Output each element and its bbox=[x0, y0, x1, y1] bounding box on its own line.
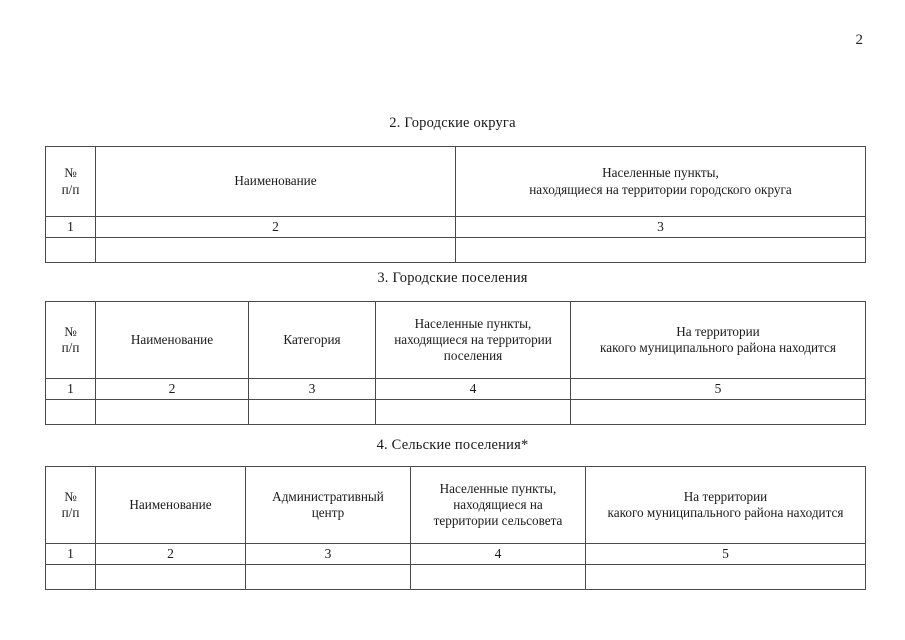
table-cell bbox=[375, 399, 571, 426]
column-index-cell: 3 bbox=[455, 215, 866, 239]
table-cell bbox=[248, 399, 376, 426]
table-cell bbox=[245, 564, 411, 591]
column-index-cell: 1 bbox=[45, 215, 96, 239]
table-cell bbox=[95, 399, 249, 426]
column-header-district: На территории какого муниципального райо… bbox=[585, 466, 866, 544]
table-row bbox=[45, 399, 866, 426]
column-header-name: Наименование bbox=[95, 466, 246, 544]
table-selskie-poseleniya: № п/п Наименование Административный цент… bbox=[45, 466, 866, 591]
table-gorodskie-poseleniya: № п/п Наименование Категория Населенные … bbox=[45, 301, 866, 426]
table-row bbox=[45, 564, 866, 591]
column-header-number: № п/п bbox=[45, 301, 96, 379]
column-index-cell: 4 bbox=[375, 377, 571, 401]
column-index-cell: 1 bbox=[45, 542, 96, 566]
column-index-cell: 4 bbox=[410, 542, 586, 566]
column-header-number: № п/п bbox=[45, 146, 96, 217]
table-row bbox=[45, 237, 866, 264]
table-cell bbox=[45, 399, 96, 426]
table-gorodskie-okruga: № п/п Наименование Населенные пункты, на… bbox=[45, 146, 866, 264]
table-cell bbox=[45, 237, 96, 264]
column-header-number: № п/п bbox=[45, 466, 96, 544]
column-header-category: Категория bbox=[248, 301, 376, 379]
column-index-cell: 3 bbox=[245, 542, 411, 566]
table-cell bbox=[45, 564, 96, 591]
table-cell bbox=[95, 564, 246, 591]
column-index-cell: 2 bbox=[95, 215, 456, 239]
column-header-name: Наименование bbox=[95, 146, 456, 217]
column-index-cell: 3 bbox=[248, 377, 376, 401]
column-index-cell: 2 bbox=[95, 377, 249, 401]
table-header-row: № п/п Наименование Населенные пункты, на… bbox=[45, 146, 866, 217]
column-header-settlements: Населенные пункты, находящиеся на террит… bbox=[455, 146, 866, 217]
table-header-row: № п/п Наименование Административный цент… bbox=[45, 466, 866, 544]
column-header-district: На территории какого муниципального райо… bbox=[570, 301, 866, 379]
column-header-settlements: Населенные пункты, находящиеся на террит… bbox=[375, 301, 571, 379]
column-index-cell: 1 bbox=[45, 377, 96, 401]
column-index-cell: 5 bbox=[570, 377, 866, 401]
table-column-number-row: 1 2 3 4 5 bbox=[45, 377, 866, 401]
page-number: 2 bbox=[855, 32, 864, 48]
column-header-name: Наименование bbox=[95, 301, 249, 379]
section-caption-gorodskie-okruga: 2. Городские округа bbox=[389, 115, 516, 131]
table-cell bbox=[570, 399, 866, 426]
table-column-number-row: 1 2 3 bbox=[45, 215, 866, 239]
section-caption-selskie-poseleniya: 4. Сельские поселения* bbox=[376, 437, 529, 453]
table-cell bbox=[95, 237, 456, 264]
column-index-cell: 5 bbox=[585, 542, 866, 566]
column-index-cell: 2 bbox=[95, 542, 246, 566]
section-caption-gorodskie-poseleniya: 3. Городские поселения bbox=[377, 270, 528, 286]
table-cell bbox=[455, 237, 866, 264]
table-column-number-row: 1 2 3 4 5 bbox=[45, 542, 866, 566]
column-header-settlements: Населенные пункты, находящиеся на террит… bbox=[410, 466, 586, 544]
column-header-admin-center: Административный центр bbox=[245, 466, 411, 544]
table-cell bbox=[585, 564, 866, 591]
table-cell bbox=[410, 564, 586, 591]
table-header-row: № п/п Наименование Категория Населенные … bbox=[45, 301, 866, 379]
